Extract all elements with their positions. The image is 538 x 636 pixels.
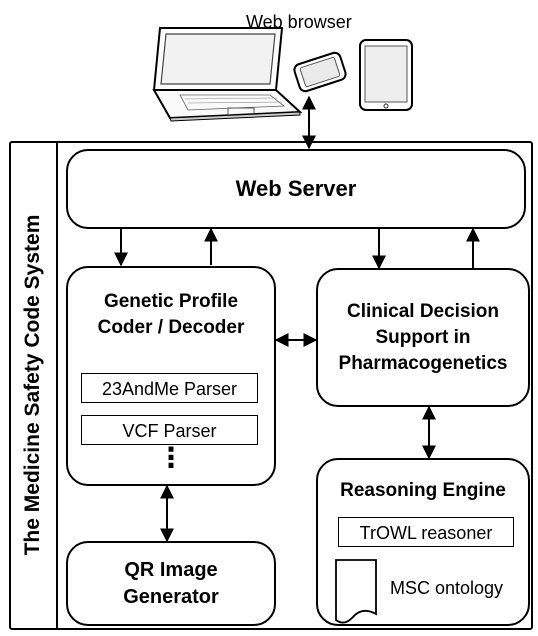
web-server-box: Web Server <box>66 149 526 229</box>
system-frame <box>9 141 533 630</box>
clinical-line3: Pharmacogenetics <box>338 352 508 374</box>
parser-vcf: VCF Parser <box>81 415 258 445</box>
trowl-reasoner: TrOWL reasoner <box>338 517 514 547</box>
qr-generator-title: QR Image Generator <box>123 557 219 611</box>
system-title: The Medicine Safety Code System <box>18 175 48 595</box>
web-browser-label: Web browser <box>246 12 352 32</box>
clinical-line2: Support in <box>375 326 471 348</box>
genetic-profile-title-line1: Genetic Profile <box>103 291 239 312</box>
reasoning-engine-title: Reasoning Engine <box>340 480 506 501</box>
qr-line1: QR Image <box>124 558 218 581</box>
qr-line2: Generator <box>123 585 219 608</box>
genetic-profile-title: Genetic Profile Coder / Decoder <box>68 289 274 341</box>
clinical-decision-title: Clinical Decision Support in Pharmacogen… <box>339 299 508 377</box>
genetic-profile-title-line2: Coder / Decoder <box>97 317 245 338</box>
clinical-line1: Clinical Decision <box>346 300 500 322</box>
clinical-decision-box: Clinical Decision Support in Pharmacogen… <box>316 268 530 407</box>
msc-ontology-label: MSC ontology <box>390 578 504 598</box>
more-parsers-ellipsis: ⋮ <box>157 442 185 473</box>
qr-generator-box: QR Image Generator <box>66 541 276 626</box>
web-server-label: Web Server <box>235 176 357 201</box>
genetic-profile-box: Genetic Profile Coder / Decoder 23AndMe … <box>66 266 276 486</box>
system-title-text: The Medicine Safety Code System <box>21 214 44 556</box>
parser-23andme: 23AndMe Parser <box>81 373 258 403</box>
reasoning-engine-box: Reasoning Engine TrOWL reasoner MSC onto… <box>316 458 530 626</box>
document-icon <box>335 559 377 624</box>
